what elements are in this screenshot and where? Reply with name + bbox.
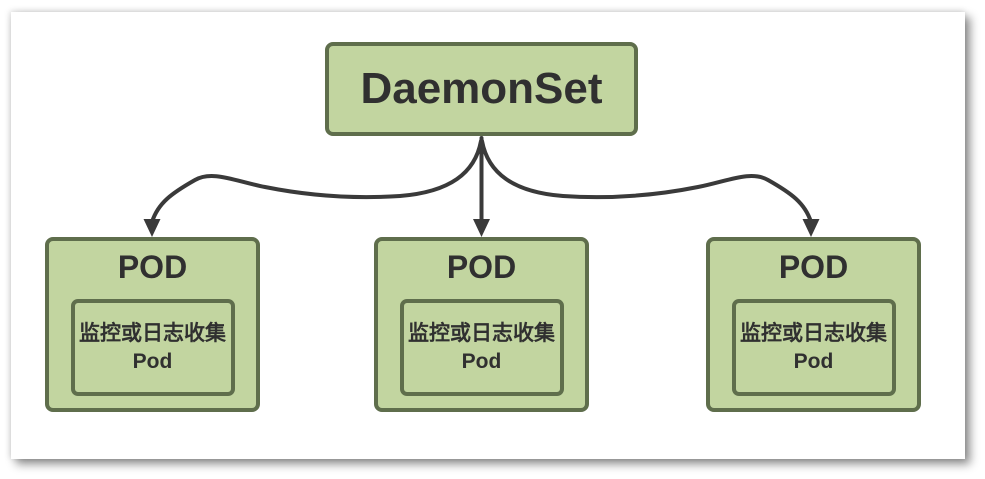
- pod-right-title: POD: [778, 249, 849, 285]
- pod-right-container-line1: 监控或日志收集: [740, 321, 887, 345]
- pod-middle-container-box: 监控或日志收集 Pod: [399, 299, 564, 396]
- pod-box-left: POD 监控或日志收集 Pod: [45, 237, 260, 412]
- pod-right-container-box: 监控或日志收集 Pod: [731, 299, 896, 396]
- pod-middle-container-line2: Pod: [461, 349, 502, 373]
- pod-box-right: POD 监控或日志收集 Pod: [706, 237, 921, 412]
- pod-left-container-box: 监控或日志收集 Pod: [70, 299, 235, 396]
- pod-right-container-line2: Pod: [793, 349, 834, 373]
- pod-middle-title: POD: [446, 249, 517, 285]
- pod-box-middle: POD 监控或日志收集 Pod: [374, 237, 589, 412]
- pod-left-title: POD: [117, 249, 188, 285]
- pod-left-container-line1: 监控或日志收集: [79, 321, 226, 345]
- pod-left-container-line2: Pod: [132, 349, 173, 373]
- diagram-canvas: DaemonSet POD 监控或日志收集 Pod POD 监控或日志收集 Po…: [11, 12, 965, 459]
- daemonset-label: DaemonSet: [360, 64, 603, 113]
- daemonset-box: DaemonSet: [325, 42, 638, 136]
- pod-middle-container-line1: 监控或日志收集: [408, 321, 555, 345]
